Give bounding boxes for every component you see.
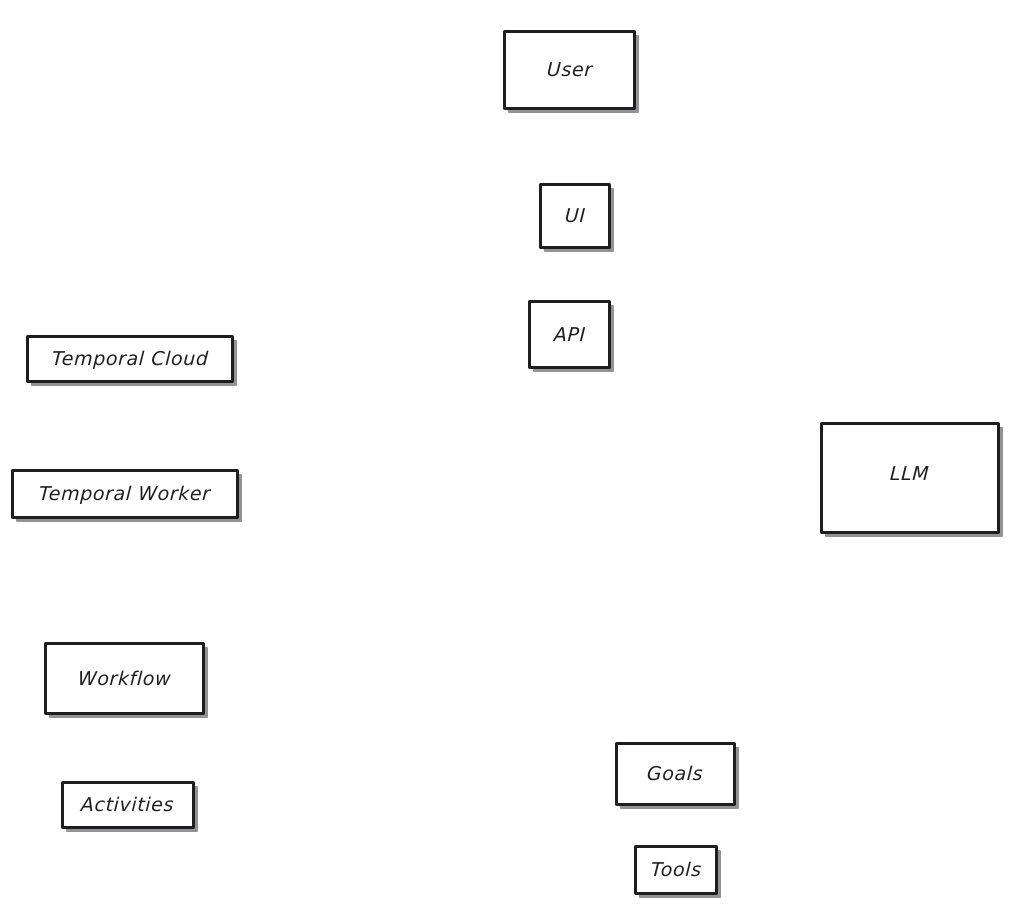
node-goals[interactable]: Goals <box>615 742 736 806</box>
node-user-label: User <box>546 59 593 81</box>
node-goals-label: Goals <box>646 763 705 785</box>
node-llm-label: LLM <box>889 463 931 485</box>
node-llm[interactable]: LLM <box>820 422 1000 534</box>
clipped-header-text <box>280 0 760 7</box>
node-workflow-label: Workflow <box>77 667 172 690</box>
node-activities-label: Activities <box>80 794 176 816</box>
node-user[interactable]: User <box>503 30 636 110</box>
node-api[interactable]: API <box>528 300 611 369</box>
node-temporal-cloud-label: Temporal Cloud <box>51 348 209 370</box>
node-api-label: API <box>552 323 586 346</box>
node-temporal-worker[interactable]: Temporal Worker <box>11 469 239 519</box>
node-ui[interactable]: UI <box>539 183 611 249</box>
node-workflow[interactable]: Workflow <box>44 642 205 715</box>
node-ui-label: UI <box>564 205 586 227</box>
node-temporal-cloud[interactable]: Temporal Cloud <box>26 335 234 383</box>
node-tools[interactable]: Tools <box>634 845 718 895</box>
node-tools-label: Tools <box>650 859 702 881</box>
node-activities[interactable]: Activities <box>61 781 195 829</box>
node-temporal-worker-label: Temporal Worker <box>38 483 212 505</box>
